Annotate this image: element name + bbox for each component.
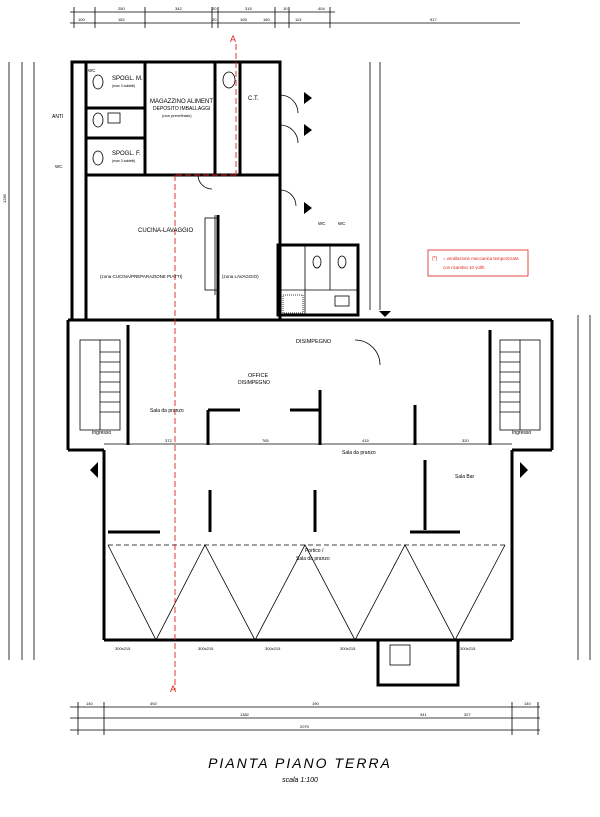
dim-int-1: 372 bbox=[165, 438, 172, 443]
dim-top-4: 315 bbox=[245, 6, 252, 11]
opening-4: 300x215 bbox=[340, 646, 356, 651]
dim-top-6: 404 bbox=[318, 6, 325, 11]
dim-bot-7: 140 bbox=[524, 701, 531, 706]
top-dimension-lines: 250 342 20 315 10 404 100 182 20 105 180… bbox=[70, 6, 520, 28]
dim-int-4: 320 bbox=[462, 438, 469, 443]
room-ingresso-left: Ingresso bbox=[92, 430, 111, 436]
legend-symbol: (*) bbox=[432, 256, 438, 262]
room-portico: Portico / bbox=[305, 548, 324, 554]
plan-title: PIANTA PIANO TERRA bbox=[208, 755, 392, 771]
room-zona-cucina: (zona CUCINA/PREPARAZIONE PIATTI) bbox=[100, 274, 183, 279]
dim-top2-6: 113 bbox=[295, 17, 302, 22]
room-sala-bar: Sala Bar bbox=[455, 474, 475, 480]
room-spogl-f: SPOGL. F. bbox=[112, 151, 141, 157]
bottom-dimension-lines: 140 492 1382 190 341 327 140 2070 300x21… bbox=[70, 646, 540, 735]
room-spogl-f-sub: (max 3 addetti) bbox=[112, 159, 135, 163]
room-ingresso-right: Ingresso bbox=[512, 430, 531, 436]
room-wc-2: WC bbox=[338, 221, 346, 226]
legend-line-2: con ricambio 10 vol/h bbox=[443, 265, 485, 270]
room-portico-sub: Sala da pranzo bbox=[296, 556, 330, 562]
room-zona-lavaggio: (zona LAVAGGIO) bbox=[222, 274, 259, 279]
dim-top2-3: 20 bbox=[212, 17, 217, 22]
ventilation-legend: (*) = ventilazione meccanica temporizzat… bbox=[427, 249, 529, 277]
dim-top-3: 20 bbox=[212, 6, 217, 11]
plan-scale: scala 1:100 bbox=[282, 777, 318, 784]
stair-treads-right bbox=[500, 351, 520, 413]
main-hall bbox=[66, 318, 554, 687]
dim-bot-2: 492 bbox=[150, 701, 157, 706]
dim-top2-5: 180 bbox=[263, 17, 270, 22]
dim-bot-5: 341 bbox=[420, 712, 427, 717]
room-disimpegno: DISIMPEGNO bbox=[296, 339, 332, 345]
dim-bot-3: 1382 bbox=[240, 712, 250, 717]
stair-treads-left bbox=[100, 351, 120, 413]
room-ct: C.T. bbox=[248, 96, 259, 102]
dim-top2-7: 917 bbox=[430, 17, 437, 22]
room-magazzino-sub: DEPOSITO IMBALLAGGI bbox=[153, 106, 210, 112]
section-marker-bottom: A bbox=[170, 684, 176, 694]
dim-int-3: 415 bbox=[362, 438, 369, 443]
opening-2: 300x215 bbox=[198, 646, 214, 651]
dim-bot-4: 190 bbox=[312, 701, 319, 706]
room-office: OFFICE bbox=[248, 373, 268, 379]
room-cucina: CUCINA-LAVAGGIO bbox=[138, 228, 193, 234]
dim-bot-total: 2070 bbox=[300, 724, 310, 729]
room-magazzino-note: (non prerefinato) bbox=[162, 113, 192, 118]
room-magazzino: MAGAZZINO ALIMENTI bbox=[150, 99, 215, 105]
section-marker-top: A bbox=[230, 34, 236, 44]
interior-dimensions: 372 765 415 320 bbox=[104, 438, 512, 445]
room-spogl-m: SPOGL. M. bbox=[112, 76, 143, 82]
room-wc-left: WC bbox=[55, 164, 63, 169]
room-spogl-m-sub: (max 3 addetti) bbox=[112, 84, 135, 88]
dim-top2-4: 105 bbox=[240, 17, 247, 22]
wc-block bbox=[276, 243, 360, 317]
dim-top-1: 250 bbox=[118, 6, 125, 11]
room-sala-pranzo-left: Sala da pranzo bbox=[150, 408, 184, 414]
dim-top2-1: 100 bbox=[78, 17, 85, 22]
room-anti: ANTI bbox=[52, 114, 63, 120]
opening-1: 300x215 bbox=[115, 646, 131, 651]
door-arrows-right bbox=[304, 92, 391, 317]
room-wc-top: WC bbox=[88, 68, 96, 73]
dim-top-2: 342 bbox=[175, 6, 182, 11]
opening-5: 300x215 bbox=[460, 646, 476, 651]
opening-3: 300x215 bbox=[265, 646, 281, 651]
dim-int-2: 765 bbox=[262, 438, 269, 443]
side-dimension-lines: 1285 bbox=[2, 62, 591, 660]
drawing-footer: PIANTA PIANO TERRA scala 1:100 bbox=[0, 755, 600, 784]
dim-left-total: 1285 bbox=[2, 193, 7, 203]
dim-top2-2: 182 bbox=[118, 17, 125, 22]
room-labels: SPOGL. M. (max 3 addetti) MAGAZZINO ALIM… bbox=[52, 68, 531, 562]
room-wc-1: WC bbox=[318, 221, 326, 226]
legend-line-1: = ventilazione meccanica temporizzata bbox=[443, 256, 519, 261]
room-office-sub: DISIMPEGNO bbox=[238, 380, 270, 386]
room-sala-pranzo-centre: Sala da pranzo bbox=[342, 450, 376, 456]
dim-bot-6: 327 bbox=[464, 712, 471, 717]
dim-top-5: 10 bbox=[283, 6, 288, 11]
section-line-a: A A bbox=[170, 34, 237, 694]
dim-bot-1: 140 bbox=[86, 701, 93, 706]
